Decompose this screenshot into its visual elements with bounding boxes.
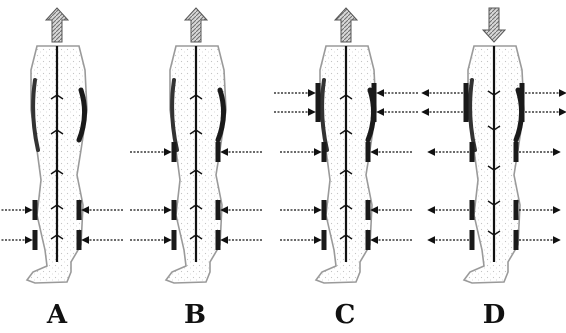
panel-b [130, 8, 262, 283]
flow-arrow-up-icon [46, 8, 68, 42]
flow-arrow-up-icon [335, 8, 357, 42]
flow-arrow-up-icon [185, 8, 207, 42]
flow-arrow-down-icon [483, 8, 505, 42]
panel-label-a: A [27, 300, 87, 330]
panel-label-c: C [315, 300, 375, 330]
panel-d [422, 8, 566, 283]
panel-a [0, 8, 123, 283]
panel-label-d: D [464, 300, 524, 330]
panel-c [274, 8, 418, 283]
panel-label-b: B [165, 300, 225, 330]
